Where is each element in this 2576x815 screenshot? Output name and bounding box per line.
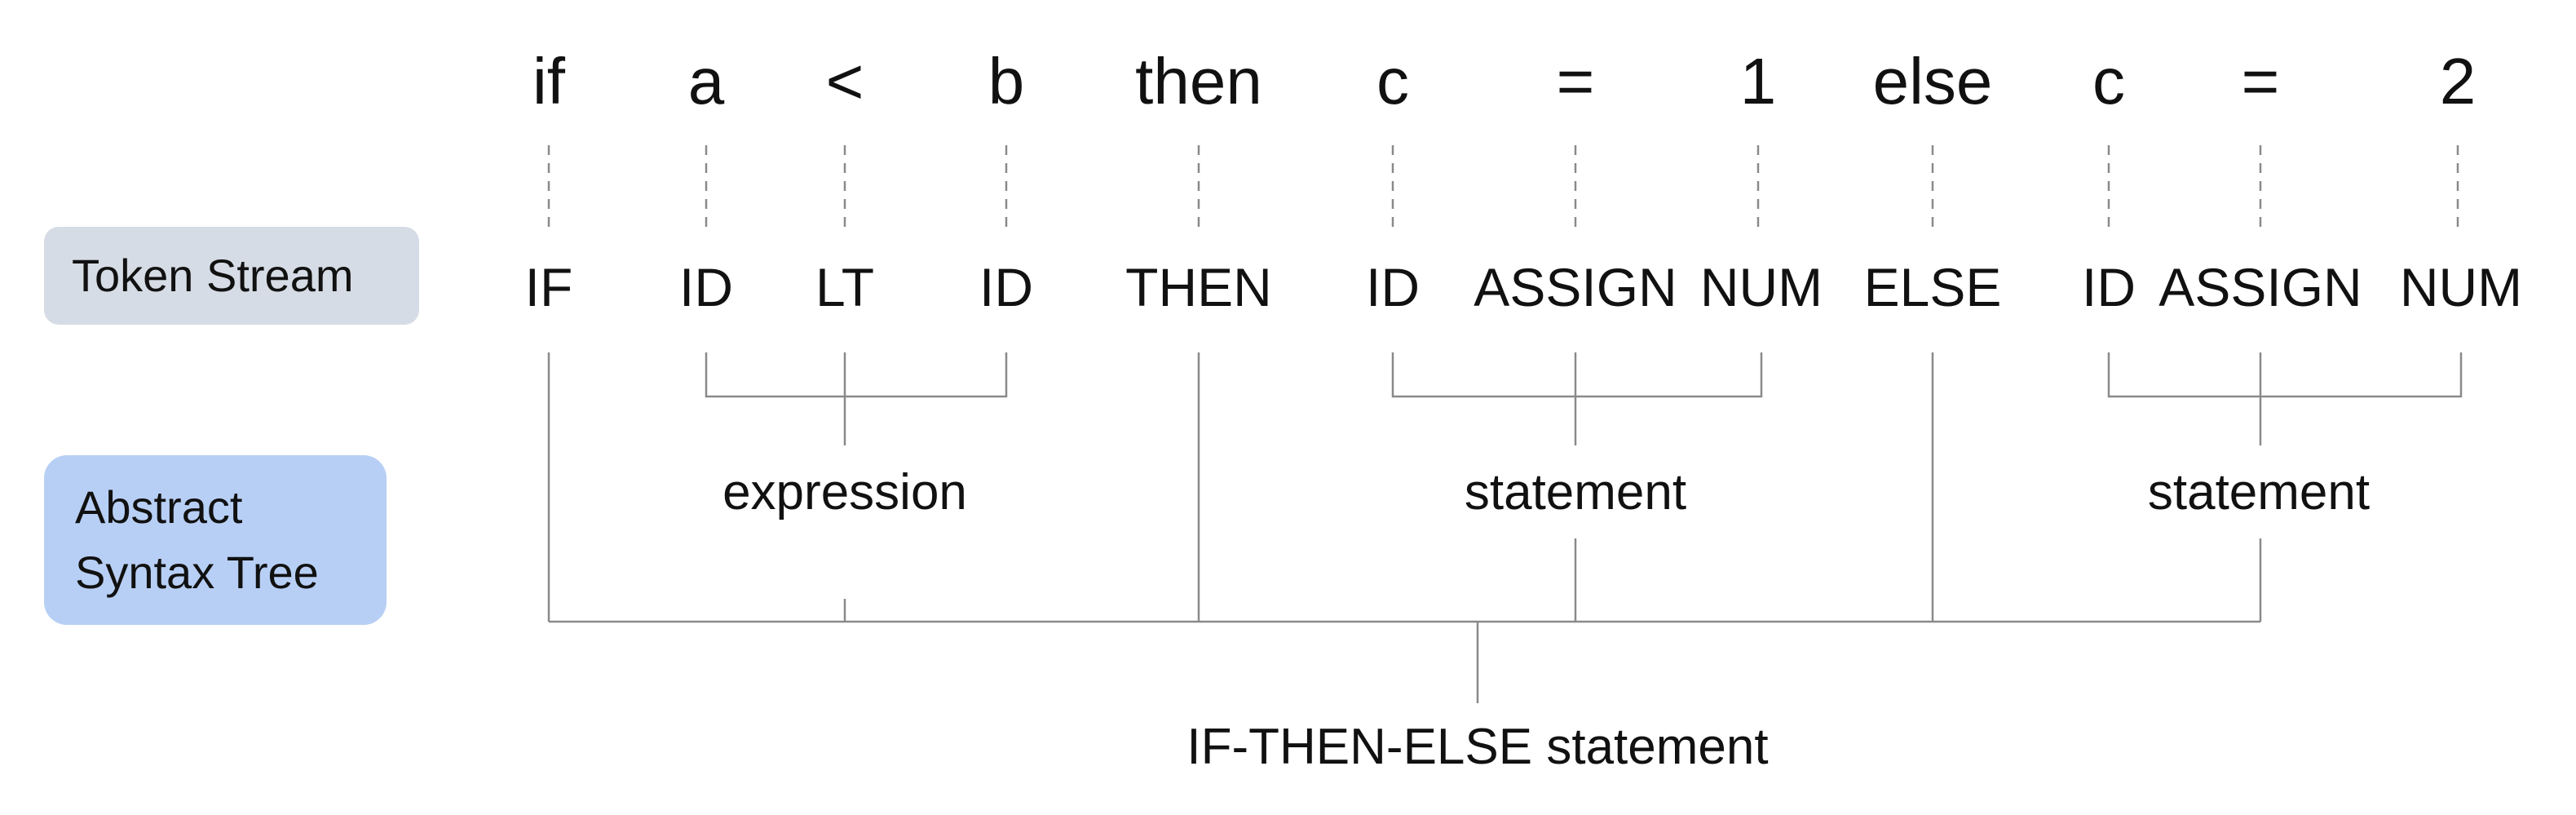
source-token: else [1872,45,1993,117]
tree-edges [547,352,2463,703]
statement-else-node: statement [2147,464,2371,520]
token-stream-text: Token Stream [72,250,354,301]
source-token: if [532,45,565,117]
expression-node: expression [722,464,967,520]
lexer-token: ID [979,257,1033,317]
lexer-token: ID [2082,257,2136,317]
lexer-token: IF [524,257,573,317]
source-token: 2 [2439,45,2477,117]
lexer-token: ID [1366,257,1420,317]
source-token: 1 [1739,45,1777,117]
source-token: then [1135,45,1262,117]
statement-then-node: statement [1464,464,1687,520]
lexer-token: THEN [1125,257,1272,317]
lexer-token: NUM [2399,257,2523,317]
source-token: c [1376,45,1409,117]
ast-label-line1: Abstract [75,481,243,533]
lexer-token: ASSIGN [2158,257,2362,317]
statement-else-bracket [2107,352,2463,398]
ast-label-line2: Syntax Tree [75,547,319,598]
lexer-token: LT [815,257,875,317]
source-token: = [2241,45,2280,117]
source-token: < [825,45,864,117]
source-token: a [687,45,725,117]
lexer-token: ID [679,257,733,317]
source-to-token-links [547,145,2459,228]
token-stream-label: Token Stream [44,227,419,325]
abstract-syntax-tree-label: Abstract Syntax Tree [44,455,387,625]
source-token: b [988,45,1025,117]
statement-then-bracket [1391,352,1763,398]
source-token: = [1556,45,1595,117]
lexer-token: ASSIGN [1474,257,1677,317]
expression-bracket [705,352,1008,398]
lexer-token: ELSE [1863,257,2002,317]
if-then-else-root-node: IF-THEN-ELSE statement [1186,719,1769,775]
lexer-token: NUM [1699,257,1823,317]
source-token: c [2092,45,2125,117]
